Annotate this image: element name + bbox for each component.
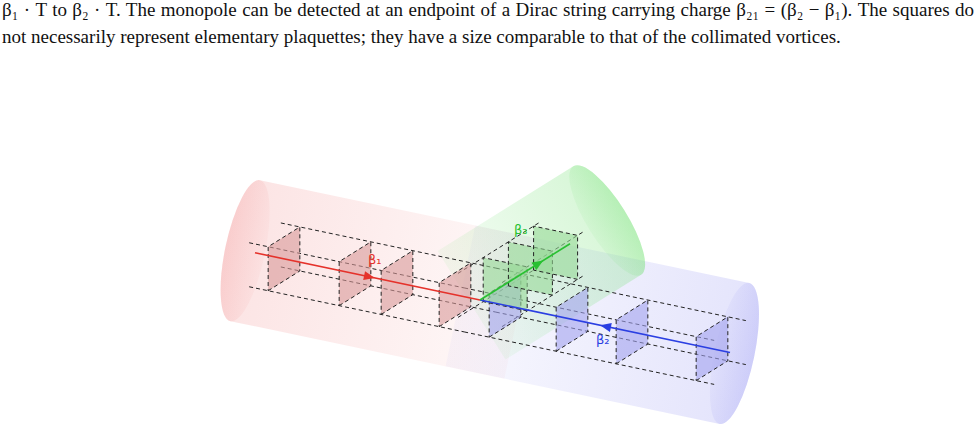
flux-label: β₁ bbox=[368, 252, 382, 267]
green-flux-line bbox=[480, 244, 570, 300]
arrowhead bbox=[532, 260, 544, 270]
blue-flux-line bbox=[480, 300, 730, 353]
arrowhead bbox=[363, 271, 375, 280]
red-flux-line bbox=[255, 253, 480, 300]
red-frame-line bbox=[281, 223, 496, 268]
arrowhead bbox=[600, 323, 612, 332]
flux-label: β₃ bbox=[514, 222, 528, 237]
figure-caption: β₁ · T to β₂ · T. The monopole can be de… bbox=[2, 0, 974, 50]
flux-label: β₂ bbox=[596, 332, 610, 347]
blue-frame-line bbox=[464, 332, 714, 385]
